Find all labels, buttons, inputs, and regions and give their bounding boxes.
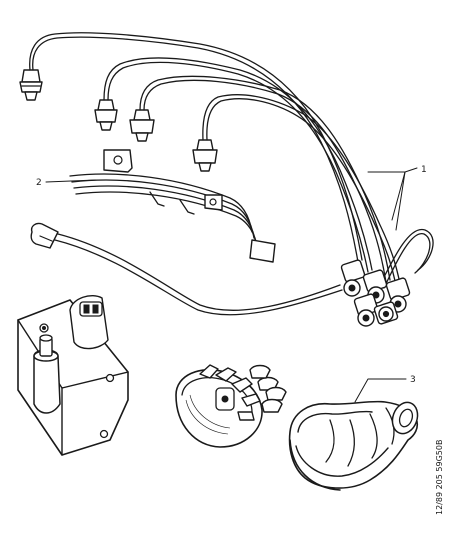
callout-3-group: 3	[354, 375, 416, 403]
callout-1-group: 1	[367, 165, 427, 231]
callout-3-label: 3	[410, 375, 416, 385]
spark-plug-boot-2	[94, 99, 118, 131]
distributor-rubber-shroud	[288, 400, 419, 491]
lead-support-bracket	[69, 149, 276, 263]
ignition-lead-set	[19, 32, 434, 327]
callout-2-group: 2	[36, 178, 97, 188]
coil-lead-boot	[30, 222, 343, 316]
spark-plug-boot-1	[19, 69, 43, 101]
ignition-coil	[17, 294, 129, 456]
spark-plug-boot-4	[192, 139, 218, 172]
callout-2-label: 2	[36, 178, 42, 188]
reference-code: 12/89 205 59G50B	[435, 440, 444, 515]
spark-plug-boot-3	[129, 109, 155, 142]
distributor-cap-connectors	[340, 259, 411, 327]
callout-1-label: 1	[421, 165, 427, 175]
distributor-cap	[175, 364, 287, 448]
